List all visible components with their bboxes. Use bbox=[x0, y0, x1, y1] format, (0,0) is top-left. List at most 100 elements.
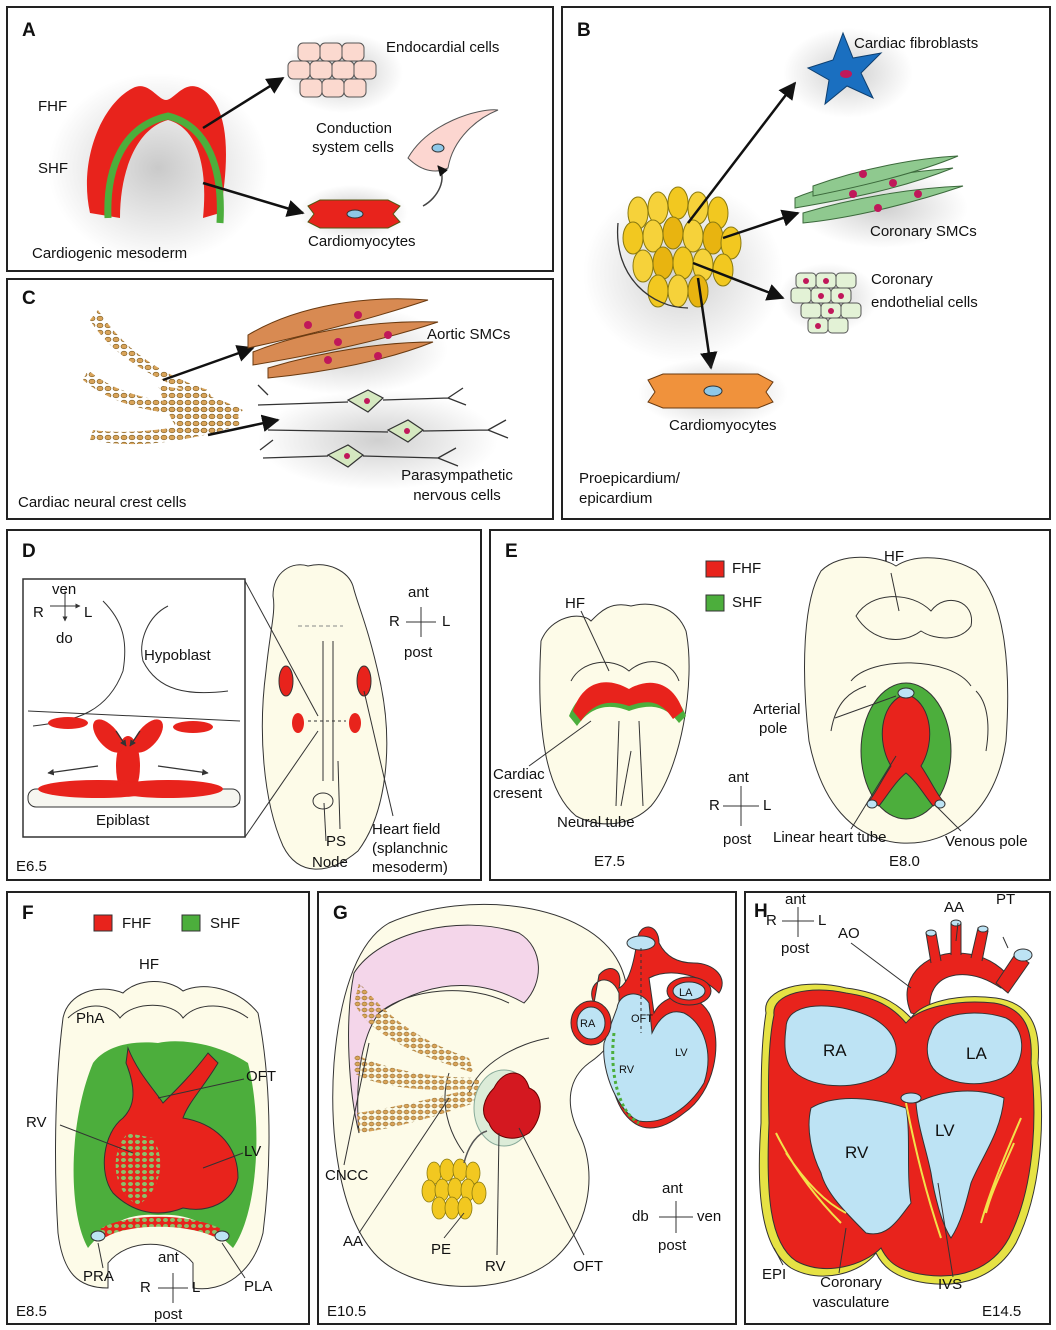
conduction-label-2: system cells bbox=[298, 139, 408, 157]
coronary-endo-label-2: endothelial cells bbox=[871, 294, 978, 312]
parasympathetic-label-1: Parasympathetic bbox=[387, 467, 527, 485]
panel-label-g: G bbox=[333, 903, 348, 925]
cardiomyocytes-label: Cardiomyocytes bbox=[308, 233, 416, 251]
panel-label-e: E bbox=[505, 541, 518, 563]
panel-f: F FHF SHF HF PhA OFT RV LV ant R L post … bbox=[6, 891, 310, 1325]
pt-label-h: PT bbox=[996, 891, 1015, 909]
mesoderm-label: Cardiogenic mesoderm bbox=[32, 245, 187, 263]
heart-field-left bbox=[279, 666, 293, 696]
linear-heart-tube-label: Linear heart tube bbox=[773, 829, 886, 847]
panel-a: A FHF SHF Cardiogenic mesoderm Endocardi… bbox=[6, 6, 554, 272]
coronary-endo-label-1: Coronary bbox=[871, 271, 933, 289]
axis-h bbox=[782, 907, 814, 937]
r-label-f: R bbox=[140, 1279, 151, 1297]
stage-label-e80: E8.0 bbox=[889, 853, 920, 871]
endocardial-label: Endocardial cells bbox=[386, 39, 499, 57]
axis-post-label: post bbox=[404, 644, 432, 662]
rv-inset-label: RV bbox=[619, 1061, 634, 1079]
epi-label: EPI bbox=[762, 1266, 786, 1284]
ivs-label: IVS bbox=[938, 1276, 962, 1294]
ra-label-h: RA bbox=[823, 1042, 847, 1060]
r-label-h: R bbox=[766, 912, 777, 930]
stage-label-h: E14.5 bbox=[982, 1303, 1021, 1321]
cardiac-crescent-label-1: Cardiac bbox=[493, 766, 545, 784]
panel-g-art bbox=[319, 893, 737, 1325]
fibroblasts-label: Cardiac fibroblasts bbox=[854, 35, 978, 53]
hypoblast-label: Hypoblast bbox=[144, 647, 211, 665]
panel-e: E FHF SHF HF Cardiac cresent Neural tube… bbox=[489, 529, 1051, 881]
panel-label-c: C bbox=[22, 288, 36, 310]
panel-g: G RA LA OFT RV LV CNCC AA PE RV OFT ant … bbox=[317, 891, 737, 1325]
fhf-label: FHF bbox=[38, 98, 67, 116]
ant-label-f: ant bbox=[158, 1249, 179, 1267]
proepicardium-label-1: Proepicardium/ bbox=[579, 470, 680, 488]
panel-h: H ant R L post AA PT AO RA LA RV LV EPI … bbox=[744, 891, 1051, 1325]
oft-inset-label: OFT bbox=[631, 1010, 653, 1028]
axis-l-label: L bbox=[442, 613, 450, 631]
neural-tube-label: Neural tube bbox=[557, 814, 635, 832]
post-label-h: post bbox=[781, 940, 809, 958]
arterial-pole-label-1: Arterial bbox=[753, 701, 801, 719]
post-label-g: post bbox=[658, 1237, 686, 1255]
panel-label-b: B bbox=[577, 20, 591, 42]
legend-fhf-label-f: FHF bbox=[122, 915, 151, 933]
coronary-label-1: Coronary bbox=[806, 1274, 896, 1292]
neural-crest-streams-art bbox=[83, 310, 243, 444]
ven-label-g: ven bbox=[697, 1208, 721, 1226]
lv-inset-label: LV bbox=[675, 1044, 688, 1062]
aortic-smcs-label: Aortic SMCs bbox=[427, 326, 510, 344]
axis-post-label-e: post bbox=[723, 831, 751, 849]
legend-shf-swatch bbox=[706, 595, 724, 611]
heart-field-label-1: Heart field bbox=[372, 821, 440, 839]
legend-fhf-swatch-f bbox=[94, 915, 112, 931]
embryo-axis-d bbox=[406, 607, 436, 637]
pe-label: PE bbox=[431, 1241, 451, 1259]
rv-label-h: RV bbox=[845, 1144, 868, 1162]
crest-label: Cardiac neural crest cells bbox=[18, 494, 186, 512]
axis-ant-label: ant bbox=[408, 584, 429, 602]
conduction-cell-art bbox=[408, 110, 498, 171]
ra-label-g: RA bbox=[580, 1015, 595, 1033]
lv-label-f: LV bbox=[244, 1143, 261, 1161]
shf-label: SHF bbox=[38, 160, 68, 178]
ant-label-h: ant bbox=[785, 891, 806, 909]
post-label-f: post bbox=[154, 1306, 182, 1324]
embryo-d-outline bbox=[262, 565, 386, 869]
db-label-g: db bbox=[632, 1208, 649, 1226]
la-label-h: LA bbox=[966, 1045, 987, 1063]
axis-l-label-inset: L bbox=[84, 604, 92, 622]
ao-label-h: AO bbox=[838, 925, 860, 943]
oft-label-g: OFT bbox=[573, 1258, 603, 1276]
l-label-h: L bbox=[818, 912, 826, 930]
legend-shf-swatch-f bbox=[182, 915, 200, 931]
coronary-label-2: vasculature bbox=[801, 1294, 901, 1312]
axis-r-label: R bbox=[389, 613, 400, 631]
legend-shf-label: SHF bbox=[732, 594, 762, 612]
axis-e bbox=[723, 786, 759, 826]
rv-label-f: RV bbox=[26, 1114, 47, 1132]
aa-label-h: AA bbox=[944, 899, 964, 917]
rv-label-g: RV bbox=[485, 1258, 506, 1276]
proepicardium-label-2: epicardium bbox=[579, 490, 652, 508]
ps-label: PS bbox=[326, 833, 346, 851]
stage-label-d: E6.5 bbox=[16, 858, 47, 876]
oft-label-f: OFT bbox=[246, 1068, 276, 1086]
pra-label: PRA bbox=[83, 1268, 114, 1286]
cncc-label: CNCC bbox=[325, 1167, 368, 1185]
pla-label: PLA bbox=[244, 1278, 272, 1296]
heart-field-label-2: (splanchnic bbox=[372, 840, 448, 858]
lv-label-h: LV bbox=[935, 1122, 955, 1140]
axis-g bbox=[659, 1201, 693, 1233]
ant-label-g: ant bbox=[662, 1180, 683, 1198]
l-label-f: L bbox=[192, 1279, 200, 1297]
axis-r-label-e: R bbox=[709, 797, 720, 815]
epiblast-label: Epiblast bbox=[96, 812, 149, 830]
axis-r-label-inset: R bbox=[33, 604, 44, 622]
panel-d: D ven R L do Hypoblast Epiblast ant R L … bbox=[6, 529, 482, 881]
panel-b-art bbox=[563, 8, 1051, 520]
la-label-g: LA bbox=[679, 984, 692, 1002]
legend-shf-label-f: SHF bbox=[210, 915, 240, 933]
aa-label-g: AA bbox=[343, 1233, 363, 1251]
hf-label-e75: HF bbox=[565, 595, 585, 613]
conduction-label-1: Conduction bbox=[304, 120, 404, 138]
